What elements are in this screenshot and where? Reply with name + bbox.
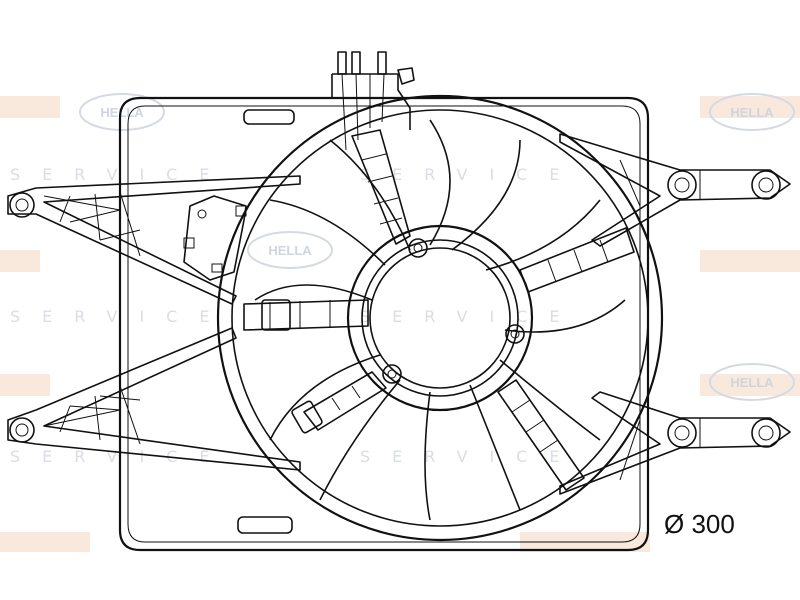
hella-logo-text: HELLA <box>268 243 312 258</box>
mount-bushing <box>751 418 781 448</box>
service-watermark: SERVICE <box>10 307 231 326</box>
top-slot <box>243 109 295 125</box>
service-watermark: SERVICE <box>360 447 581 466</box>
watermark-band <box>0 250 40 272</box>
cable-clip <box>183 195 247 281</box>
watermark-band <box>700 374 800 396</box>
spoke-clip <box>261 299 291 331</box>
hella-logo: HELLA <box>247 231 333 269</box>
left-bracket-top <box>7 175 301 305</box>
mount-bushing <box>9 192 35 218</box>
motor-hub <box>346 224 534 412</box>
right-bracket-bottom <box>559 391 791 495</box>
mount-bushing <box>9 417 35 443</box>
watermark-band <box>0 374 50 396</box>
hella-logo: HELLA <box>709 93 795 131</box>
right-bracket-top <box>559 133 791 247</box>
watermark-band <box>0 96 60 118</box>
service-watermark: SERVICE <box>360 165 581 184</box>
hella-logo-text: HELLA <box>100 105 144 120</box>
spoke-clip <box>291 400 323 434</box>
hub-screw <box>408 238 428 258</box>
left-bracket-bottom <box>7 327 301 471</box>
diameter-label: Ø 300 <box>664 509 735 539</box>
hella-logo: HELLA <box>709 363 795 401</box>
mount-bushing <box>667 418 697 448</box>
electrical-connector <box>331 51 415 151</box>
bottom-slot <box>237 516 293 534</box>
watermark-band <box>0 532 90 552</box>
hella-logo-text: HELLA <box>730 375 774 390</box>
service-watermark: SERVICE <box>360 307 581 326</box>
hub-screw <box>382 364 402 384</box>
mount-bushing <box>667 170 697 200</box>
mount-bushing <box>751 170 781 200</box>
spokes <box>243 129 635 491</box>
hella-logo-text: HELLA <box>730 105 774 120</box>
service-watermark: SERVICE <box>10 165 231 184</box>
hub-screw <box>505 324 525 344</box>
fan-ring <box>216 94 664 542</box>
watermark-layer: HELLA HELLA HELLA HELLA SERVICE SERVICE … <box>0 93 800 552</box>
service-watermark: SERVICE <box>10 447 231 466</box>
watermark-band <box>700 96 800 118</box>
shroud-frame <box>118 96 650 552</box>
watermark-band <box>700 250 800 272</box>
hella-logo: HELLA <box>79 93 165 131</box>
